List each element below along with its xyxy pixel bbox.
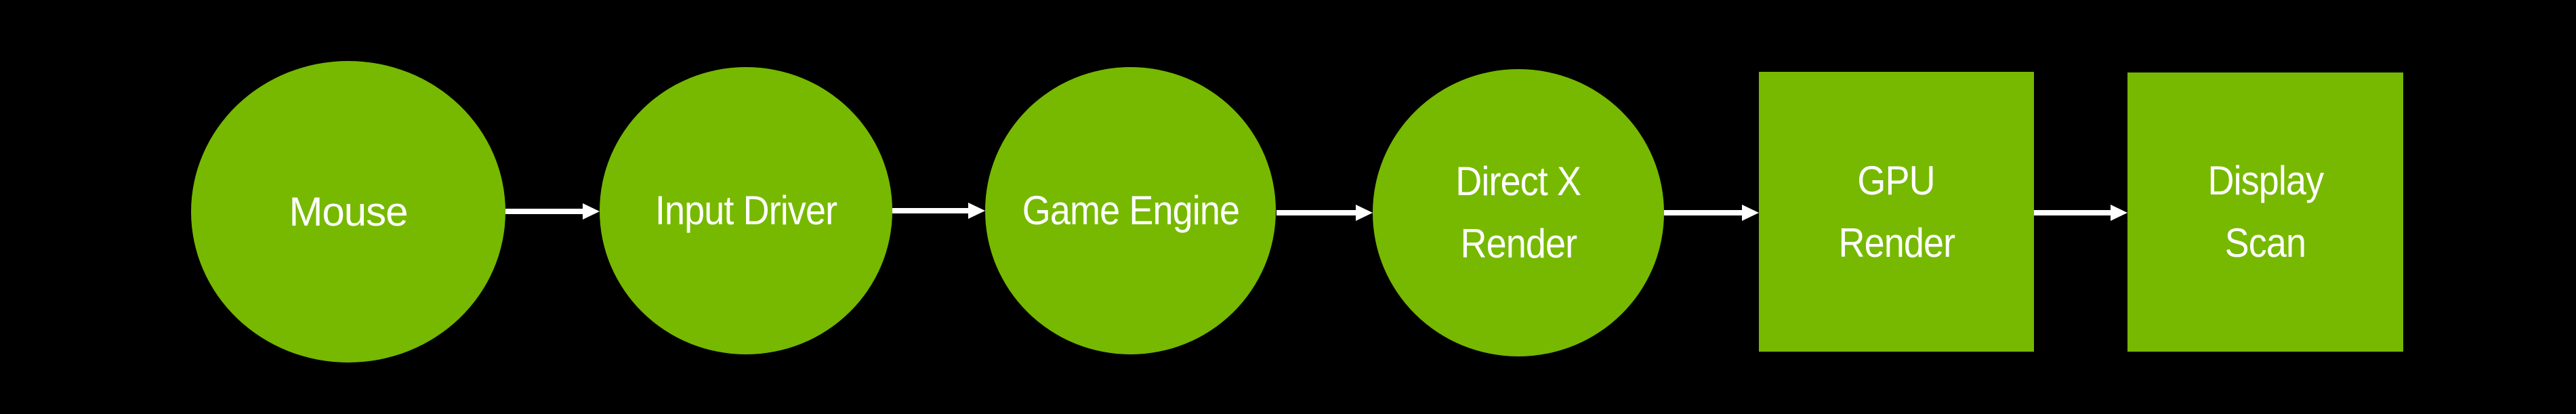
arrow-mouse-to-input-driver: [505, 203, 600, 220]
node-label-line-2: Render: [1838, 220, 1955, 266]
arrow-shaft: [505, 209, 583, 214]
node-label-line-2: Scan: [2224, 220, 2306, 266]
node-label-line-1: Display: [2207, 158, 2324, 203]
arrow-shaft: [1664, 210, 1743, 215]
node-mouse: Mouse: [191, 61, 505, 363]
node-input-driver: Input Driver: [600, 67, 892, 354]
arrow-head-icon: [583, 203, 600, 220]
node-label-line-1: GPU: [1857, 157, 1936, 203]
node-label-line-1: Direct X: [1455, 159, 1582, 204]
arrow-shaft: [1276, 210, 1356, 215]
node-label: Mouse: [289, 188, 408, 234]
node-label-line-2: Render: [1460, 221, 1577, 266]
arrow-head-icon: [2111, 205, 2127, 221]
arrow-directx-render-to-gpu-render: [1664, 205, 1759, 221]
node-directx-render: Direct X Render: [1373, 69, 1664, 356]
arrow-shaft: [892, 208, 969, 213]
node-label: Input Driver: [655, 188, 837, 233]
arrow-gpu-render-to-display-scan: [2034, 205, 2127, 221]
arrow-head-icon: [968, 203, 985, 219]
arrow-head-icon: [1356, 205, 1373, 221]
arrow-game-engine-to-directx-render: [1276, 205, 1373, 221]
node-game-engine: Game Engine: [985, 67, 1276, 354]
arrow-shaft: [2034, 210, 2111, 215]
node-display-scan: Display Scan: [2127, 73, 2403, 352]
node-gpu-render: GPU Render: [1759, 72, 2034, 352]
arrow-head-icon: [1742, 205, 1759, 221]
arrow-input-driver-to-game-engine: [892, 203, 985, 219]
node-label: Game Engine: [1022, 188, 1239, 233]
